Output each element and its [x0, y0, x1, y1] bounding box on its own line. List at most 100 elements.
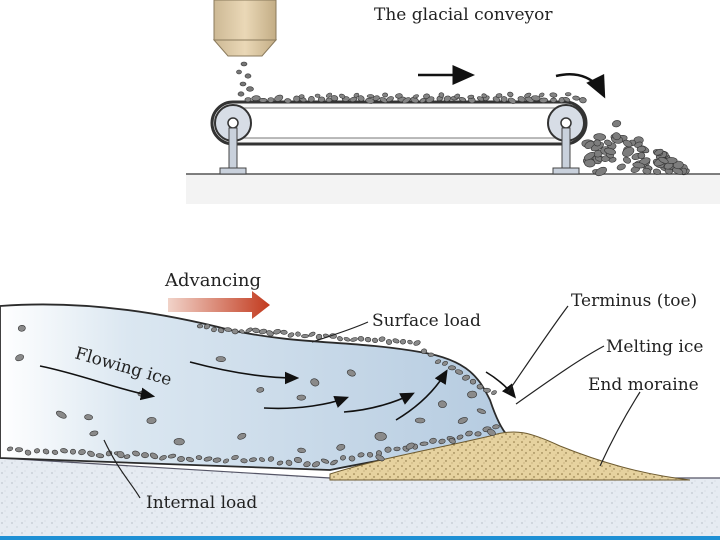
surface-rock	[350, 337, 358, 342]
basal-rock	[34, 448, 40, 454]
surface-rock	[308, 331, 316, 337]
surface-rock	[343, 336, 351, 342]
surface-rock	[245, 327, 253, 333]
basal-rock	[222, 458, 230, 464]
conveyor-title: The glacial conveyor	[374, 5, 553, 25]
glacier-panel: Advancing Flowing ice Surface load Termi…	[0, 270, 720, 540]
internal-rock	[476, 408, 487, 414]
basal-rock	[203, 456, 213, 462]
belt-rock	[274, 94, 284, 102]
internal-rock	[448, 438, 456, 444]
pile-rock	[658, 156, 669, 164]
belt-rock	[372, 95, 380, 101]
leader-lines	[103, 305, 641, 499]
surface-rock	[295, 331, 301, 337]
basal-rock	[340, 455, 346, 461]
surface-rock	[280, 329, 288, 335]
belt-rock	[481, 93, 487, 98]
pile-rock	[622, 156, 632, 164]
surface-rock	[469, 378, 477, 385]
conveyor-stands	[219, 127, 580, 175]
belt-rock	[325, 92, 333, 98]
internal-rock	[297, 447, 306, 454]
belt-rock	[317, 96, 326, 103]
basal-rock	[42, 448, 50, 455]
belt-rock	[357, 95, 365, 102]
belt-rock	[386, 96, 394, 103]
terminus-label: Terminus (toe)	[571, 291, 697, 311]
basal-rock	[348, 455, 356, 462]
surface-load-label: Surface load	[372, 311, 481, 331]
end-moraine-deposit	[329, 431, 691, 481]
belt-rock	[419, 97, 427, 104]
internal-rock	[116, 451, 125, 459]
surface-rock	[407, 339, 413, 345]
pile-rock	[637, 152, 646, 160]
conveyor-floor	[186, 174, 720, 204]
basal-rock	[195, 455, 203, 460]
belt-rock	[349, 96, 358, 103]
basal-rock	[492, 424, 500, 430]
basal-rock	[456, 434, 464, 440]
belt-rock	[330, 95, 339, 102]
surface-rock	[413, 340, 421, 346]
basal-rock	[419, 441, 429, 446]
surface-rock	[400, 338, 406, 345]
basal-rock	[87, 450, 95, 457]
bottom-accent-strip	[0, 536, 720, 540]
basal-rock	[259, 457, 265, 462]
pile-rock	[632, 162, 645, 169]
basal-rock	[330, 459, 338, 466]
surface-rock	[301, 334, 309, 339]
surface-rock	[427, 352, 435, 357]
basal-rock	[51, 449, 59, 455]
belt-rocks	[244, 91, 587, 104]
belt-rock	[500, 96, 508, 103]
pile-rock	[672, 160, 684, 170]
pile-rock	[595, 166, 607, 177]
surface-rock	[231, 328, 239, 335]
belt-rock	[538, 92, 545, 98]
basal-rock	[212, 457, 222, 463]
melting-ice-label: Melting ice	[606, 337, 703, 357]
surface-rock	[211, 327, 217, 333]
surface-rock	[448, 365, 456, 371]
advancing-label: Advancing	[164, 270, 261, 291]
belt-rock	[565, 92, 572, 97]
belt-rock	[284, 98, 292, 104]
internal-rock	[84, 414, 93, 421]
surface-rock	[454, 369, 464, 375]
basal-rock	[78, 449, 86, 456]
basal-rock	[303, 461, 311, 468]
pile-rock	[604, 147, 616, 155]
belt-rock	[267, 97, 275, 103]
advancing-arrow	[168, 291, 270, 319]
belt-rock	[517, 96, 526, 103]
basal-rock	[267, 456, 275, 462]
belt-rock	[423, 93, 430, 99]
internal-rock	[89, 430, 99, 437]
pile-rock	[593, 133, 606, 141]
surface-rock	[372, 337, 378, 344]
pile-rock	[636, 145, 646, 153]
belt-rock	[244, 97, 252, 103]
falling-rocks	[236, 61, 254, 97]
internal-rock	[487, 428, 496, 436]
basal-rock	[95, 453, 105, 459]
internal-rock	[56, 410, 67, 419]
surface-rock	[434, 359, 442, 364]
basal-rock	[177, 456, 185, 462]
basal-rock	[60, 448, 68, 454]
belt-rock	[549, 92, 558, 98]
pile-rock	[652, 168, 662, 175]
basal-rock	[276, 460, 284, 466]
basal-rock	[159, 455, 167, 461]
belt-rock	[539, 97, 548, 104]
end-moraine-label: End moraine	[588, 375, 699, 395]
basal-rock	[15, 447, 23, 453]
belt-rock	[308, 95, 315, 103]
belt-rock	[443, 95, 452, 102]
surface-rock	[364, 336, 372, 343]
surface-rock	[476, 384, 484, 390]
basal-rock	[311, 461, 321, 468]
